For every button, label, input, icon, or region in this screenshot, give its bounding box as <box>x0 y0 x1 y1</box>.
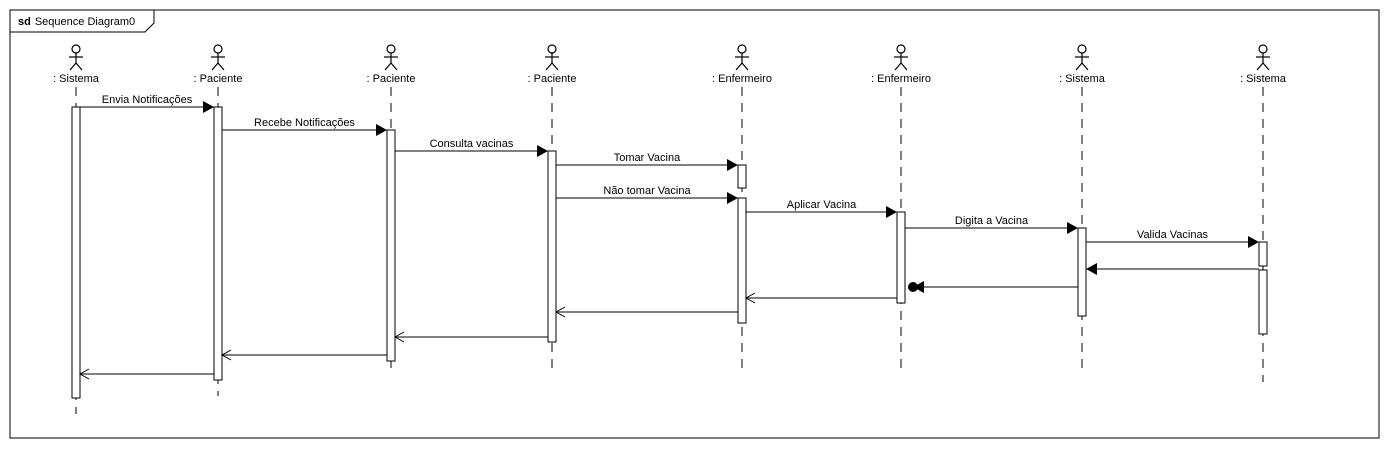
filled-arrowhead <box>886 206 897 218</box>
activation-bar <box>737 164 747 189</box>
open-arrowhead <box>393 331 405 343</box>
actor-icon <box>545 44 559 71</box>
actor-icon <box>1256 44 1270 71</box>
message-label: Envia Notificações <box>102 94 193 106</box>
activation-bars <box>71 106 1268 399</box>
activation-bar <box>737 197 747 324</box>
filled-arrowhead <box>1086 263 1097 275</box>
actor-icon <box>1075 44 1089 71</box>
found-message-dot <box>908 282 918 292</box>
open-arrowhead <box>220 349 232 361</box>
lifeline-l2[interactable]: : Paciente <box>367 44 416 372</box>
frame-title: sd Sequence Diagram0 <box>18 16 135 28</box>
activation-bar <box>1077 227 1087 317</box>
message-3[interactable]: Tomar Vacina <box>556 152 738 171</box>
filled-arrowhead <box>1067 222 1078 234</box>
message-7[interactable]: Valida Vacinas <box>1086 229 1259 248</box>
message-label: Valida Vacinas <box>1137 229 1209 241</box>
open-arrowhead <box>744 292 756 304</box>
message-1[interactable]: Recebe Notificações <box>222 117 387 136</box>
lifelines: : Sistema : Paciente : Paciente : Paciente:… <box>53 44 1287 414</box>
message-label: Tomar Vacina <box>614 152 681 164</box>
activation-bar <box>386 129 396 362</box>
filled-arrowhead <box>913 281 924 293</box>
filled-arrowhead <box>537 145 548 157</box>
message-6[interactable]: Digita a Vacina <box>905 215 1078 234</box>
message-label: Recebe Notificações <box>254 117 355 129</box>
lifeline-name: : Enfermeiro <box>712 73 772 85</box>
actor-icon <box>211 44 225 71</box>
lifeline-name: : Sistema <box>53 73 100 85</box>
message-4[interactable]: Não tomar Vacina <box>556 185 738 204</box>
diagram-frame <box>9 9 1380 439</box>
frame-keyword: sd <box>18 16 31 28</box>
frame-name: Sequence Diagram0 <box>35 16 135 28</box>
lifeline-name: : Sistema <box>1059 73 1106 85</box>
message-label: Aplicar Vacina <box>787 199 857 211</box>
activation-bar <box>71 106 81 399</box>
message-5[interactable]: Aplicar Vacina <box>746 199 897 218</box>
lifeline-name: : Paciente <box>528 73 577 85</box>
lifeline-name: : Paciente <box>367 73 416 85</box>
activation-bar <box>213 106 223 381</box>
filled-arrowhead <box>203 101 214 113</box>
message-13[interactable] <box>220 349 387 361</box>
actor-icon <box>384 44 398 71</box>
activation-bar <box>1258 241 1268 267</box>
message-12[interactable] <box>393 331 548 343</box>
message-8[interactable] <box>1086 263 1259 275</box>
filled-arrowhead <box>727 192 738 204</box>
filled-arrowhead <box>376 124 387 136</box>
activation-bar <box>547 150 557 343</box>
message-2[interactable]: Consulta vacinas <box>395 138 548 157</box>
lifeline-l5[interactable]: : Enfermeiro <box>871 44 931 372</box>
open-arrowhead <box>78 368 90 380</box>
message-10[interactable] <box>744 292 897 304</box>
message-0[interactable]: Envia Notificações <box>80 94 214 113</box>
frame-tab <box>9 10 155 33</box>
actor-icon <box>735 44 749 71</box>
actor-icon <box>894 44 908 71</box>
lifeline-l4[interactable]: : Enfermeiro <box>712 44 772 372</box>
lifeline-l3[interactable]: : Paciente <box>528 44 577 372</box>
message-label: Digita a Vacina <box>955 215 1029 227</box>
message-9[interactable] <box>908 281 1078 293</box>
open-arrowhead <box>554 306 566 318</box>
lifeline-l6[interactable]: : Sistema <box>1059 44 1106 372</box>
message-label: Não tomar Vacina <box>603 185 691 197</box>
lifeline-name: : Paciente <box>194 73 243 85</box>
filled-arrowhead <box>727 159 738 171</box>
filled-arrowhead <box>1248 236 1259 248</box>
message-14[interactable] <box>78 368 214 380</box>
message-label: Consulta vacinas <box>430 138 514 150</box>
message-11[interactable] <box>554 306 738 318</box>
activation-bar <box>1258 269 1268 335</box>
lifeline-name: : Sistema <box>1240 73 1287 85</box>
activation-bar <box>896 211 906 304</box>
lifeline-name: : Enfermeiro <box>871 73 931 85</box>
actor-icon <box>69 44 83 71</box>
